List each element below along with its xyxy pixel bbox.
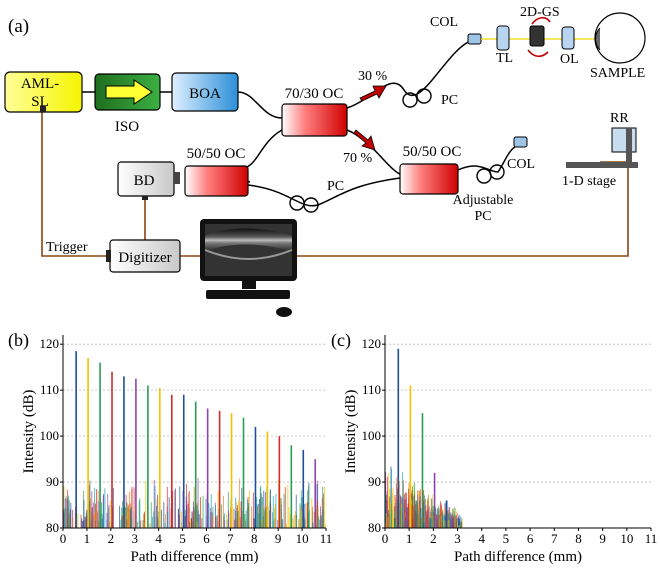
x-tick-label: 1 <box>84 531 91 546</box>
coupler-ref-label: 50/50 OC <box>403 144 462 160</box>
x-tick-label: 4 <box>478 531 485 546</box>
source-label: AML-SL <box>21 76 59 110</box>
amplifier-box: BOA <box>171 72 239 112</box>
y-tick-label: 100 <box>40 428 60 443</box>
y-tick-label: 90 <box>368 474 381 489</box>
y-tick-label: 100 <box>362 428 382 443</box>
noise-floor <box>385 466 463 528</box>
amplifier-label: BOA <box>189 86 221 102</box>
x-axis-title: Path difference (mm) <box>454 549 582 565</box>
x-tick-label: 11 <box>645 531 658 546</box>
x-tick-label: 11 <box>320 531 333 546</box>
x-tick-label: 0 <box>382 531 389 546</box>
coupler-70-30: 70/30 OC <box>281 86 348 137</box>
y-tick-label: 120 <box>362 336 382 351</box>
sample-label: SAMPLE <box>590 66 645 81</box>
y-tick-label: 90 <box>46 474 59 489</box>
x-tick-label: 8 <box>251 531 258 546</box>
x-tick-label: 2 <box>108 531 115 546</box>
coupler-50-50-bd: 50/50 OC <box>184 146 249 197</box>
panel-label: (b) <box>8 330 29 351</box>
panel-a-schematic: (a) AML-S <box>4 5 646 317</box>
sample-arm-optics: COL TL 2D-GS OL SAMPLE <box>430 5 646 81</box>
detector-label: BD <box>134 173 155 189</box>
panel-label: (c) <box>331 330 351 351</box>
objective-label: OL <box>560 52 579 67</box>
y-tick-label: 120 <box>40 336 60 351</box>
scanner-label: 2D-GS <box>520 5 560 20</box>
pc-middle-label: PC <box>327 179 344 194</box>
computer-icon <box>200 219 297 317</box>
x-tick-label: 2 <box>430 531 437 546</box>
y-tick-label: 80 <box>46 520 59 535</box>
isolator-box: ISO <box>94 73 161 135</box>
detector-box: BD <box>117 161 180 200</box>
split-30-label: 30 % <box>358 69 388 84</box>
x-tick-label: 7 <box>551 531 558 546</box>
trigger-label: Trigger <box>46 240 88 255</box>
pc-sample-label: PC <box>441 93 458 108</box>
pc-loops <box>289 88 505 213</box>
tube-lens-label: TL <box>496 51 513 66</box>
y-tick-label: 80 <box>368 520 381 535</box>
stage-label: 1-D stage <box>562 174 616 189</box>
x-tick-label: 7 <box>227 531 234 546</box>
x-tick-label: 9 <box>275 531 282 546</box>
x-tick-label: 5 <box>179 531 186 546</box>
split-arrows: 30 % 70 % <box>343 69 388 166</box>
x-tick-label: 3 <box>131 531 138 546</box>
coupler-main-label: 70/30 OC <box>285 86 344 102</box>
x-tick-label: 1 <box>406 531 413 546</box>
noise-floor <box>62 476 327 528</box>
col-sample-label: COL <box>430 15 458 30</box>
panel-a-label: (a) <box>8 16 29 37</box>
x-tick-label: 0 <box>60 531 67 546</box>
col-ref-label: COL <box>507 157 535 172</box>
retroreflector-label: RR <box>610 111 629 126</box>
x-tick-label: 3 <box>454 531 461 546</box>
y-axis-title: Intensity (dB) <box>343 390 359 474</box>
digitizer-label: Digitizer <box>118 250 171 266</box>
reference-arm: COL RR 1-D stage <box>507 111 638 189</box>
x-axis-title: Path difference (mm) <box>130 549 258 565</box>
coupler-bd-label: 50/50 OC <box>187 146 246 162</box>
x-tick-label: 6 <box>203 531 210 546</box>
y-tick-label: 110 <box>40 382 59 397</box>
digitizer-box: Digitizer <box>106 239 181 273</box>
light-source-box: AML-SL <box>4 71 83 113</box>
x-tick-label: 9 <box>599 531 606 546</box>
isolator-label: ISO <box>115 119 139 135</box>
split-70-label: 70 % <box>343 151 373 166</box>
coupler-50-50-ref: 50/50 OC <box>399 144 462 195</box>
x-tick-label: 10 <box>620 531 633 546</box>
y-axis-title: Intensity (dB) <box>21 390 37 474</box>
x-tick-label: 10 <box>296 531 309 546</box>
x-tick-label: 4 <box>155 531 162 546</box>
x-tick-label: 5 <box>503 531 510 546</box>
x-tick-label: 8 <box>575 531 582 546</box>
y-tick-label: 110 <box>362 382 381 397</box>
x-tick-label: 6 <box>527 531 534 546</box>
